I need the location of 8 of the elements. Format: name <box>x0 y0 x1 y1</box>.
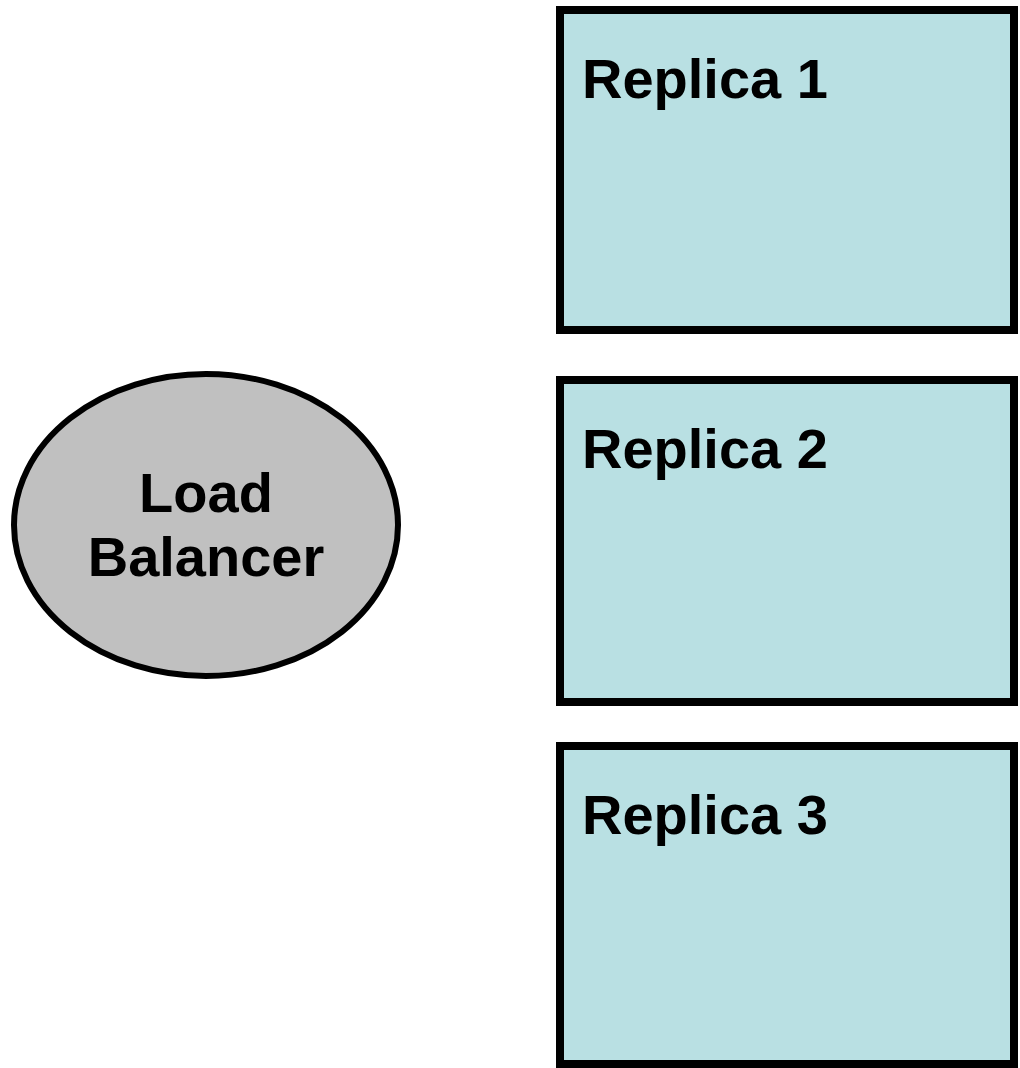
node-label: Load Balancer <box>86 460 326 590</box>
node-label: Replica 1 <box>582 48 828 110</box>
replica-box <box>556 6 1018 334</box>
node-label: Replica 3 <box>582 784 828 846</box>
ellipse-node <box>10 370 402 680</box>
node-label: Replica 2 <box>582 418 828 480</box>
replica-box <box>556 742 1018 1068</box>
replica-box <box>556 376 1018 706</box>
